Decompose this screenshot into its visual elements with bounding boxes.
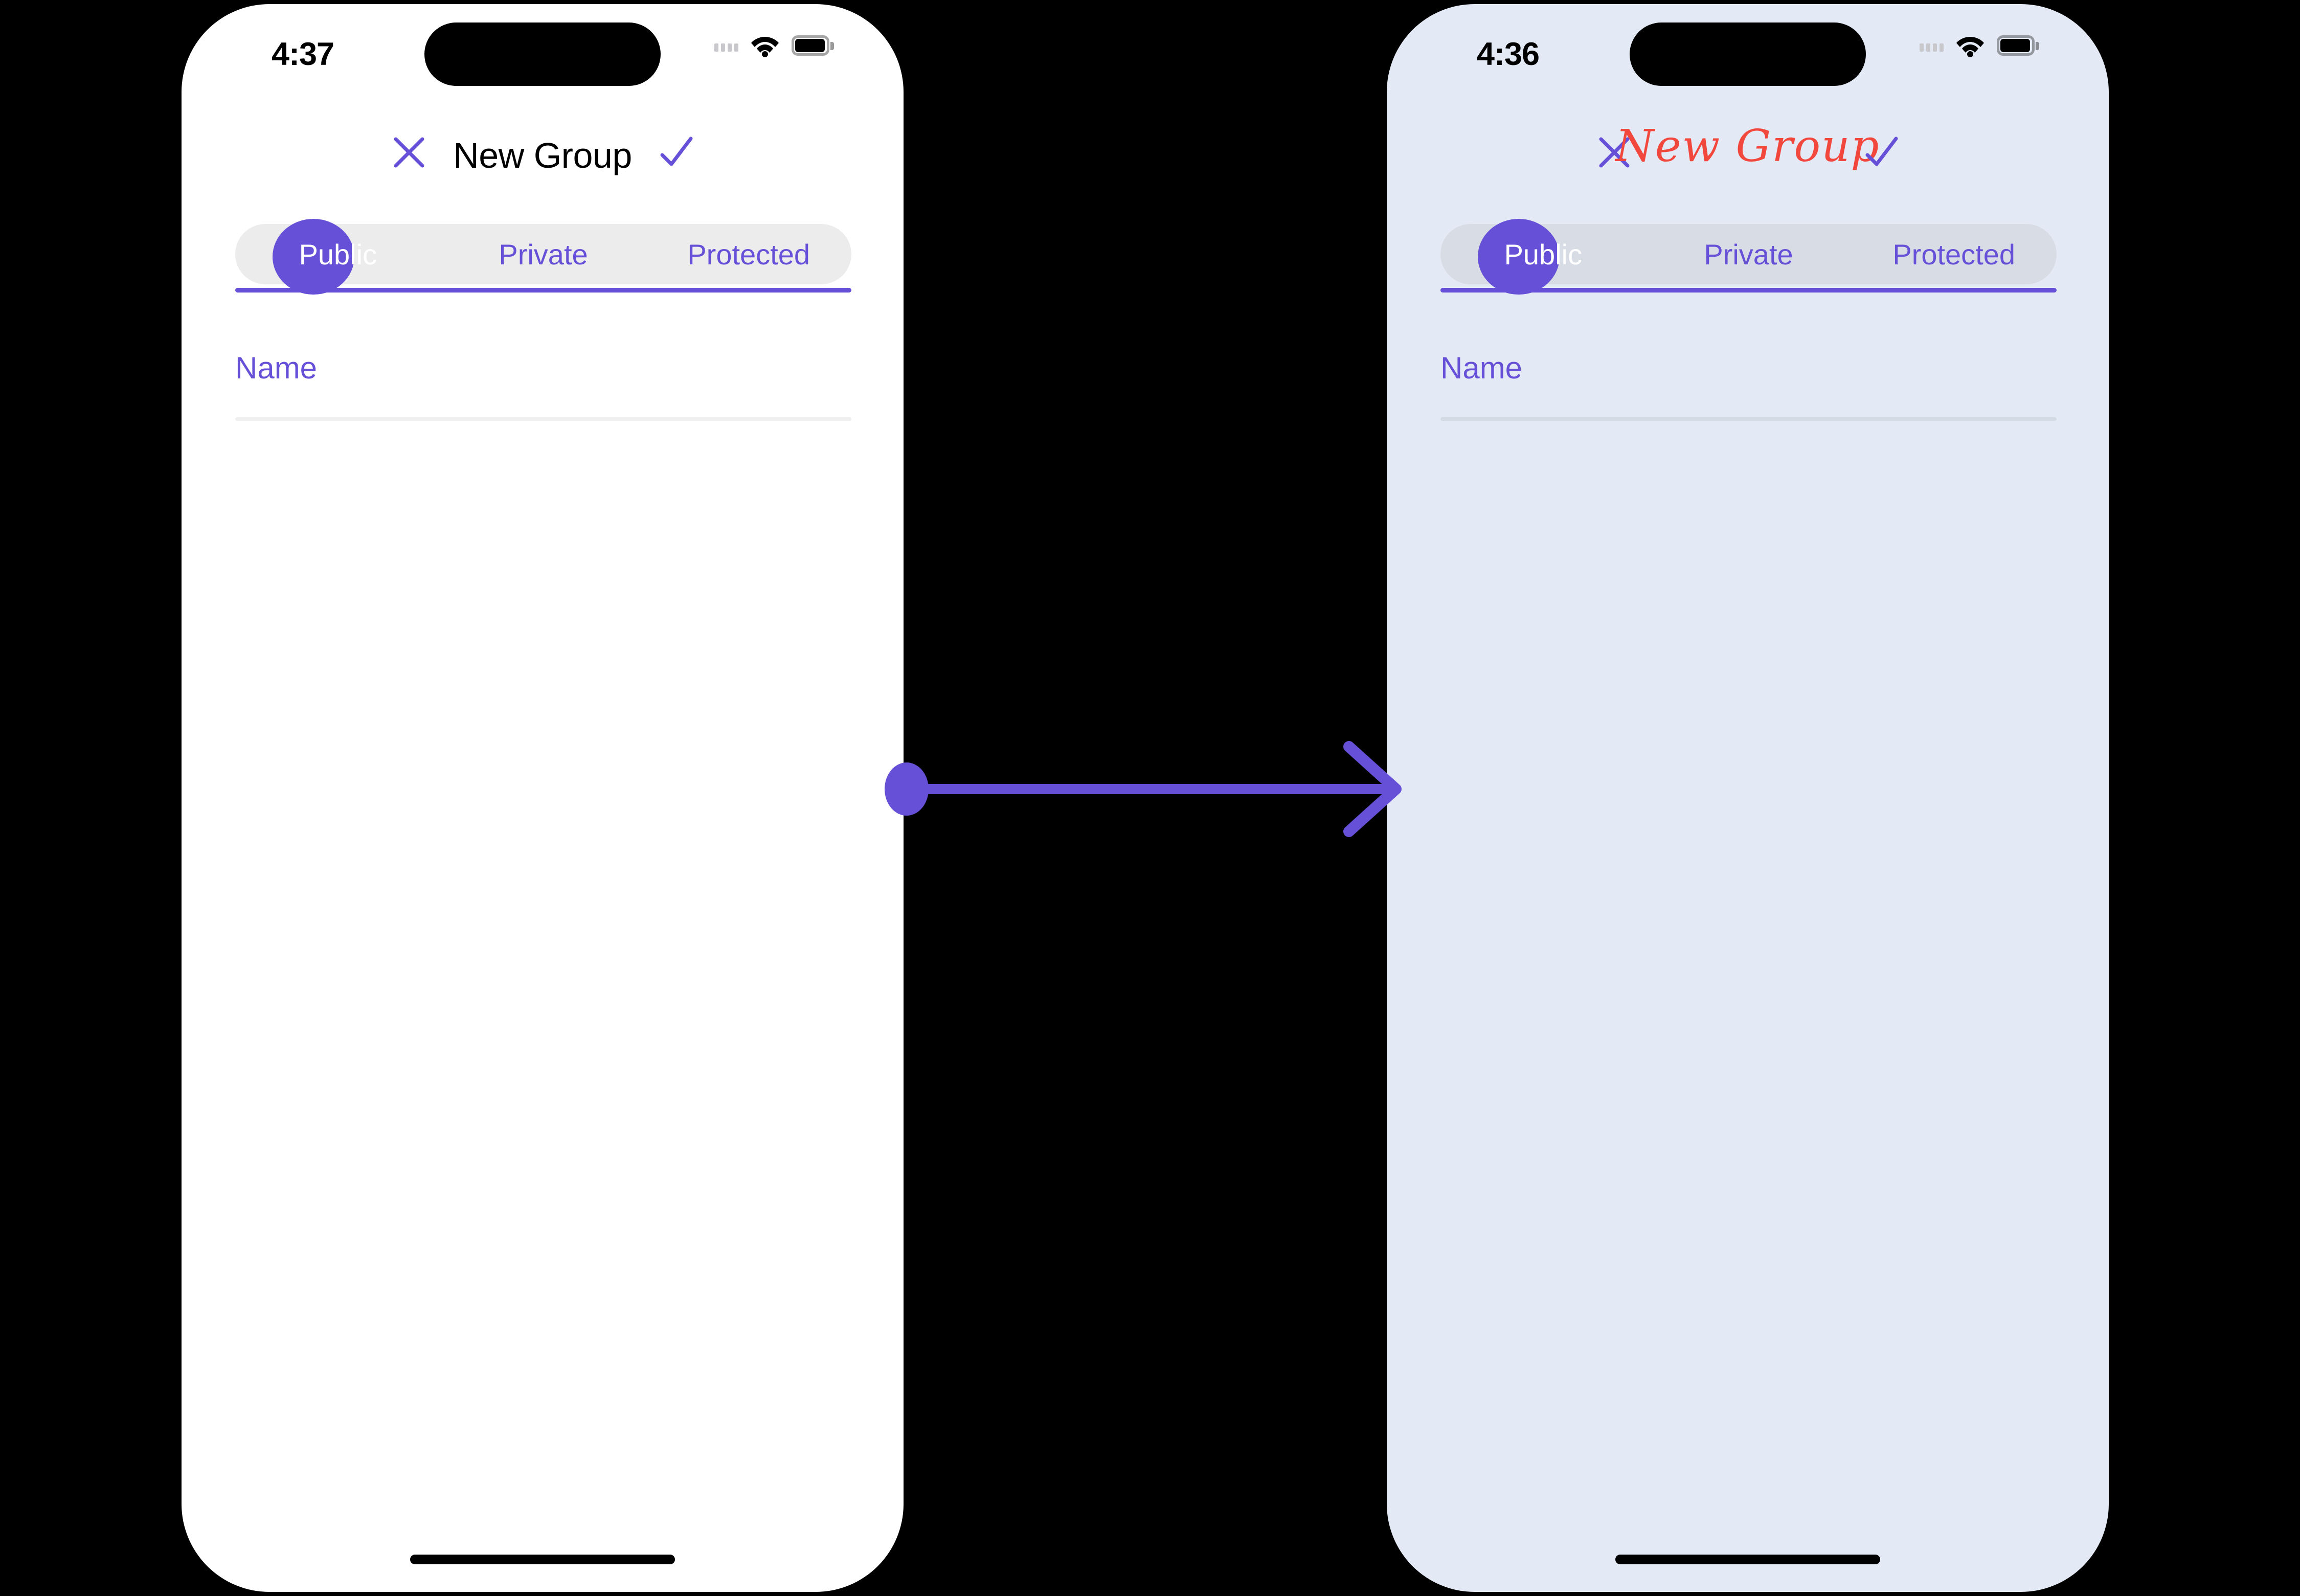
dynamic-island: [424, 23, 661, 86]
nav-bar: New Group: [182, 123, 904, 190]
confirm-button[interactable]: [645, 123, 707, 184]
wifi-icon: [1955, 34, 1986, 57]
segmented-underline: [1440, 288, 2057, 293]
name-field-underline: [1440, 417, 2057, 421]
name-field[interactable]: Name: [1440, 339, 2057, 421]
status-bar-time: 4:37: [272, 36, 334, 72]
segmented-selection-indicator: [273, 219, 354, 295]
tab-protected[interactable]: Protected: [646, 224, 851, 284]
checkmark-icon: [655, 131, 697, 176]
tab-public-label: Public: [299, 238, 377, 271]
visibility-segmented-control[interactable]: Public Private Protected: [1440, 219, 2057, 298]
home-indicator[interactable]: [410, 1555, 675, 1564]
dynamic-island: [1630, 23, 1866, 86]
status-bar: 4:37: [182, 4, 904, 109]
status-bar-time: 4:36: [1477, 36, 1540, 72]
tab-private-label: Private: [1704, 238, 1793, 271]
nav-bar: New Group: [1387, 121, 2109, 190]
page-title: New Group: [1615, 121, 1880, 172]
home-indicator[interactable]: [1615, 1555, 1880, 1564]
page-title: New Group: [453, 136, 632, 175]
cellular-dots-icon: [714, 39, 738, 52]
tab-private[interactable]: Private: [441, 224, 646, 284]
name-field[interactable]: Name: [235, 339, 851, 421]
checkmark-icon: [1860, 131, 1902, 176]
tab-protected-label: Protected: [1892, 238, 2016, 271]
tab-public-label: Public: [1504, 238, 1583, 271]
battery-icon: [792, 35, 834, 56]
status-bar-indicators: [714, 34, 834, 57]
segment-list: Public Private Protected: [1440, 224, 2057, 284]
close-x-icon: [390, 133, 429, 174]
transition-arrow: [885, 736, 1422, 844]
confirm-button[interactable]: [1851, 123, 1912, 184]
tab-private[interactable]: Private: [1646, 224, 1852, 284]
tab-private-label: Private: [499, 238, 588, 271]
arrow-head-chevron: [1343, 741, 1402, 837]
name-field-placeholder: Name: [1440, 351, 1523, 385]
tab-protected-label: Protected: [687, 238, 810, 271]
phone-screen-before: 4:37: [182, 4, 904, 1592]
status-bar-indicators: [1920, 34, 2039, 57]
close-button[interactable]: [1584, 123, 1645, 184]
close-x-icon: [1595, 133, 1634, 174]
close-button[interactable]: [378, 123, 440, 184]
segment-list: Public Private Protected: [235, 224, 851, 284]
tab-public[interactable]: Public: [1440, 224, 1646, 284]
segmented-selection-indicator: [1478, 219, 1560, 295]
cellular-dots-icon: [1920, 39, 1944, 52]
wifi-icon: [750, 34, 780, 57]
tab-protected[interactable]: Protected: [1851, 224, 2057, 284]
tab-public[interactable]: Public: [235, 224, 441, 284]
status-bar: 4:36: [1387, 4, 2109, 109]
visibility-segmented-control[interactable]: Public Private Protected: [235, 219, 851, 298]
phone-screen-after: 4:36: [1387, 4, 2109, 1592]
segmented-underline: [235, 288, 851, 293]
name-field-underline: [235, 417, 851, 421]
battery-icon: [1997, 35, 2039, 56]
name-field-placeholder: Name: [235, 351, 318, 385]
